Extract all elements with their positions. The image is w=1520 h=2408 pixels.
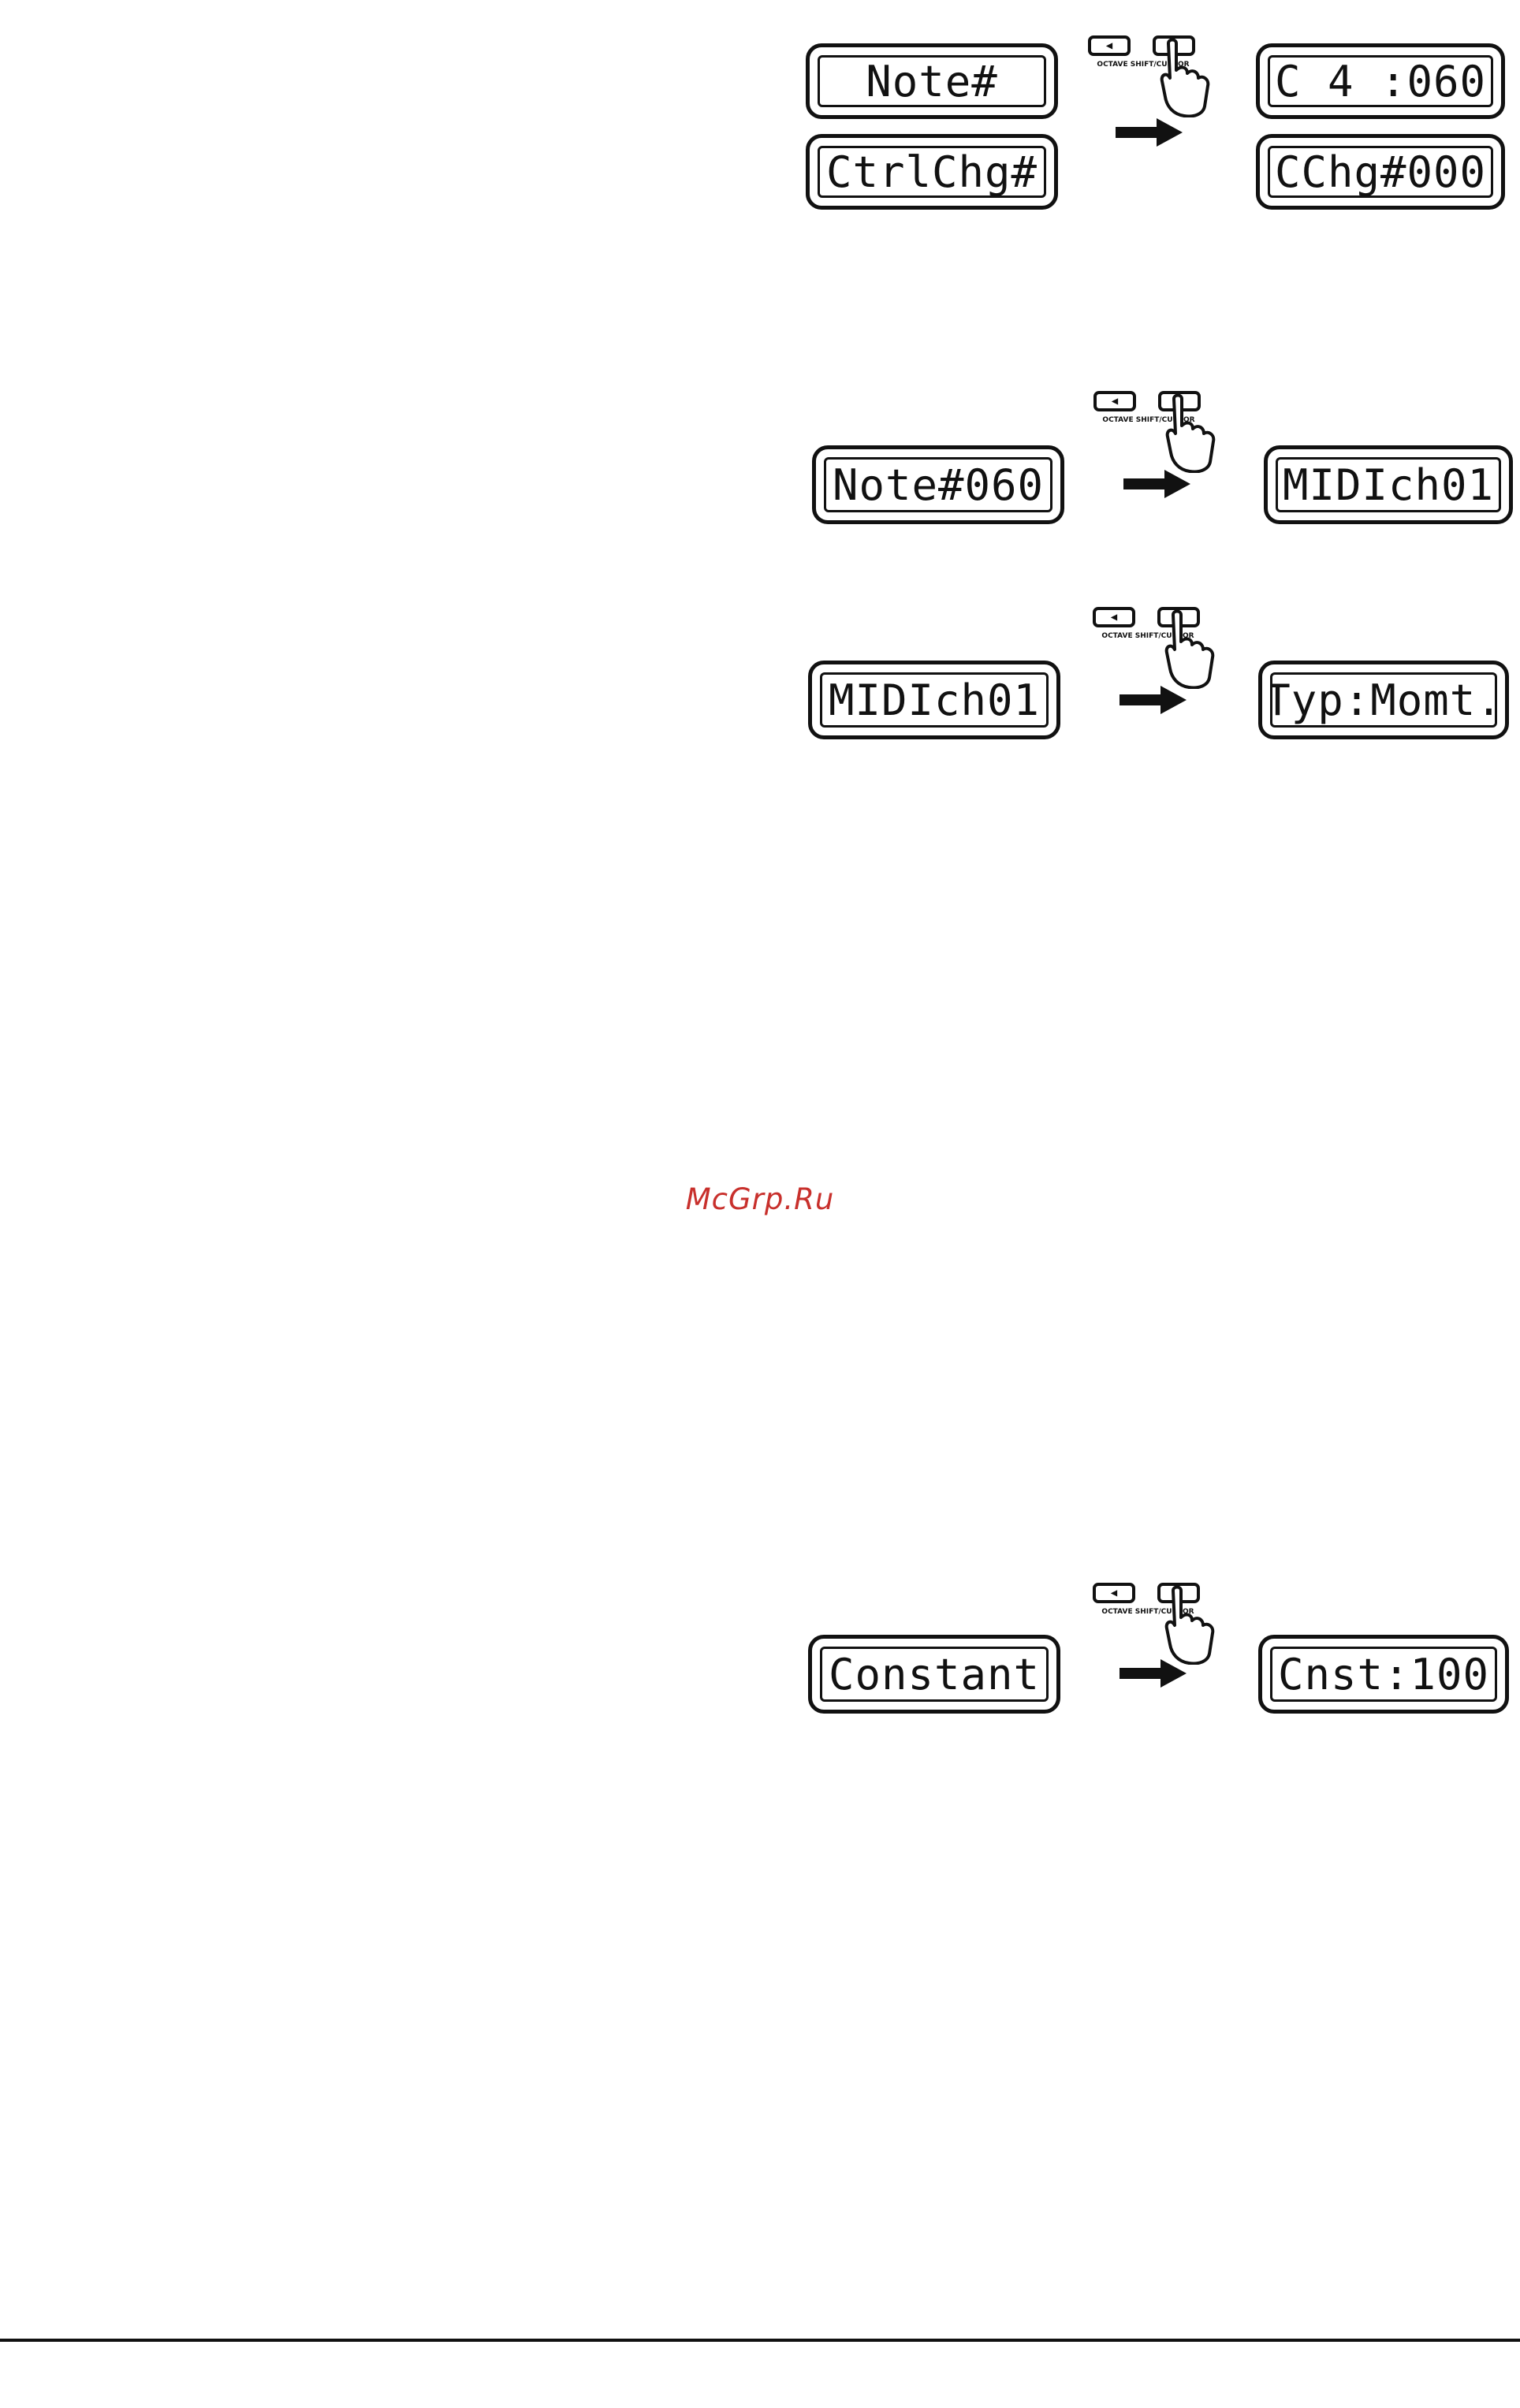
- right-arrow-icon: [1123, 470, 1190, 498]
- lcd-display-note-number: Note#060: [812, 445, 1064, 524]
- lcd-text: MIDIch01: [820, 672, 1049, 728]
- lcd-display-type: Typ:Momt.: [1258, 661, 1509, 739]
- octave-shift-cursor-buttons: ◀ ▶ OCTAVE SHIFT/CURSOR: [1093, 1583, 1227, 1669]
- lcd-display-constant-value: Cnst:100: [1258, 1635, 1509, 1714]
- lcd-display-midi-channel: MIDIch01: [808, 661, 1060, 739]
- left-triangle-icon: ◀: [1111, 611, 1117, 623]
- pressing-finger-icon: [1157, 39, 1213, 117]
- cursor-left-button[interactable]: ◀: [1093, 391, 1136, 411]
- lcd-display-note: Note#: [806, 43, 1058, 119]
- lcd-display-note-result: C 4 :060: [1256, 43, 1505, 119]
- pressing-finger-icon: [1162, 1586, 1217, 1665]
- cursor-left-button[interactable]: ◀: [1093, 607, 1135, 627]
- left-triangle-icon: ◀: [1111, 1587, 1117, 1599]
- right-arrow-icon: [1120, 686, 1187, 714]
- lcd-text: Note#: [818, 55, 1046, 107]
- lcd-display-ctrlchg-result: CChg#000: [1256, 134, 1505, 210]
- cursor-left-button[interactable]: ◀: [1093, 1583, 1135, 1603]
- lcd-text: Constant: [820, 1647, 1049, 1702]
- watermark: McGrp.Ru: [0, 1182, 1520, 1216]
- footer-divider: [0, 2339, 1520, 2342]
- octave-shift-cursor-buttons: ◀ ▶ OCTAVE SHIFT/CURSOR: [1088, 35, 1222, 122]
- lcd-text: CtrlChg#: [818, 146, 1046, 198]
- lcd-text: C 4 :060: [1268, 55, 1493, 107]
- lcd-text: MIDIch01: [1276, 457, 1501, 512]
- lcd-text: Typ:Momt.: [1270, 672, 1497, 728]
- octave-shift-cursor-buttons: ◀ ▶ OCTAVE SHIFT/CURSOR: [1093, 391, 1228, 478]
- cursor-left-button[interactable]: ◀: [1088, 35, 1131, 56]
- lcd-display-ctrlchg: CtrlChg#: [806, 134, 1058, 210]
- lcd-text: CChg#000: [1268, 146, 1493, 198]
- left-triangle-icon: ◀: [1112, 395, 1118, 408]
- right-arrow-icon: [1116, 118, 1183, 147]
- lcd-display-midi-channel: MIDIch01: [1264, 445, 1513, 524]
- right-arrow-icon: [1120, 1659, 1187, 1688]
- left-triangle-icon: ◀: [1106, 39, 1112, 52]
- lcd-display-constant: Constant: [808, 1635, 1060, 1714]
- pressing-finger-icon: [1162, 610, 1217, 689]
- lcd-text: Cnst:100: [1270, 1647, 1497, 1702]
- lcd-text: Note#060: [824, 457, 1052, 512]
- octave-shift-cursor-buttons: ◀ ▶ OCTAVE SHIFT/CURSOR: [1093, 607, 1227, 694]
- pressing-finger-icon: [1163, 394, 1218, 473]
